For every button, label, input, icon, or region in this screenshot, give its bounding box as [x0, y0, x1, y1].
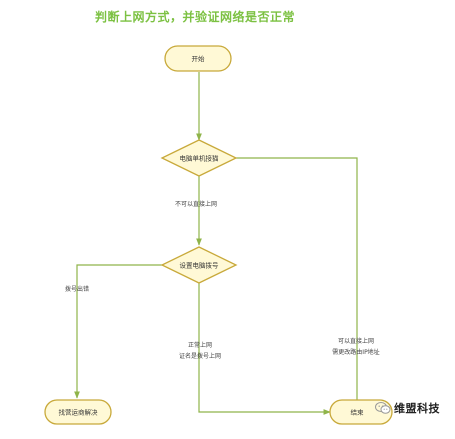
- decision-direct-shape: [160, 139, 238, 177]
- edge-label-cannot-direct: 不可以直接上网: [175, 200, 217, 208]
- edge-dialup-to-end: [198, 283, 331, 415]
- end-shape: [329, 399, 393, 425]
- node-contact-isp: 找营运商解决: [44, 399, 112, 425]
- start-label: 开始: [192, 54, 206, 63]
- page-title: 判断上网方式，并验证网络是否正常: [94, 10, 295, 24]
- decision-dialup-label: 设置电脑拨号: [180, 261, 220, 270]
- edge-label-direct-line2: 需更改路由IP地址: [332, 348, 379, 356]
- edge-dialup-to-isp: [74, 264, 163, 399]
- node-decision-dialup: 设置电脑拨号: [160, 246, 238, 284]
- start-shape: [164, 45, 232, 72]
- edge-label-normal-line2: 证名是拨号上网: [179, 352, 221, 360]
- edge-label-normal-line1: 正常上网: [188, 341, 212, 349]
- contact-isp-label: 找营运商解决: [59, 408, 99, 417]
- wechat-icon: [375, 402, 391, 414]
- watermark: 维盟科技: [375, 399, 440, 417]
- decision-direct-label: 电脑单机接猫: [180, 154, 220, 163]
- edge-direct-to-end: [236, 157, 360, 409]
- decision-dialup-shape: [160, 246, 238, 284]
- contact-isp-shape: [44, 399, 112, 425]
- node-start: 开始: [164, 45, 232, 72]
- edge-label-direct-line1: 可以直接上网: [338, 337, 374, 345]
- node-end: 结束: [329, 399, 393, 425]
- watermark-text: 维盟科技: [394, 402, 440, 415]
- node-decision-direct: 电脑单机接猫: [160, 139, 238, 177]
- edge-label-dialup-error: 拨号出错: [65, 285, 89, 293]
- edges: [74, 72, 360, 415]
- end-label: 结束: [351, 408, 365, 417]
